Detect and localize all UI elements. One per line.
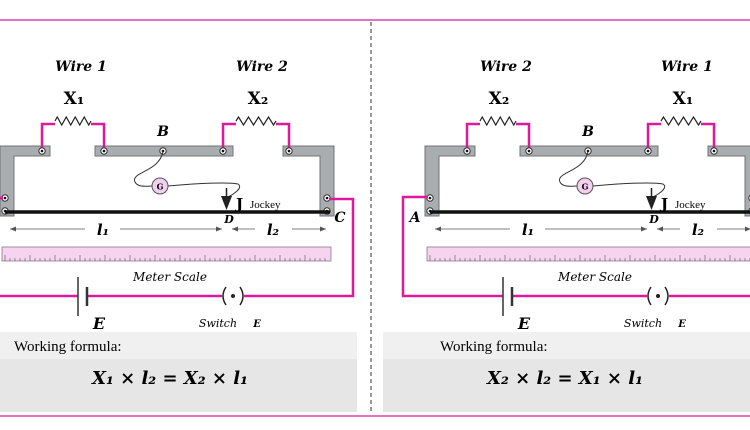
length-l2-label: l₂: [267, 221, 280, 239]
resistor-right: [235, 115, 277, 127]
galvanometer-icon: [151, 177, 169, 195]
wire-right-label: Wire 2: [236, 59, 288, 75]
working-formula: X₁ × l₂ = X₂ × l₁: [91, 368, 248, 389]
resistor-lead: [516, 122, 531, 151]
terminal-dot: [102, 149, 106, 153]
terminal-dot: [325, 196, 329, 200]
switch-icon: [231, 294, 235, 298]
formula-box: [383, 359, 750, 412]
arrowhead-icon: [232, 226, 238, 232]
resistor-lead: [91, 122, 106, 151]
galvanometer-lead: [134, 150, 164, 187]
jockey-lead: [167, 182, 241, 198]
resistor-lead: [40, 122, 55, 151]
resistance-right-label: X₂: [248, 89, 269, 109]
point-b-label: B: [581, 124, 594, 140]
length-l1-label: l₁: [97, 221, 109, 239]
resistor-left: [54, 115, 92, 127]
terminal-dot: [221, 149, 225, 153]
jockey-j-label: J: [234, 195, 243, 213]
terminal-dot: [465, 149, 469, 153]
point-d-label: D: [648, 213, 659, 226]
jockey-arrow-icon: [221, 196, 232, 210]
switch-e-label: E: [677, 319, 686, 330]
galvanometer-label: G: [582, 182, 589, 192]
length-l1-label: l₁: [522, 221, 534, 239]
point-a-label: A: [408, 210, 421, 226]
formula-heading: Working formula:: [440, 339, 548, 355]
jockey-j-label: J: [659, 195, 668, 213]
resistor-lead: [221, 122, 236, 151]
circuit-wire: [401, 195, 503, 298]
left-terminal-strip: [424, 145, 476, 217]
switch-bracket: [647, 286, 652, 306]
battery-label: E: [517, 314, 531, 333]
galvanometer-label: G: [157, 182, 164, 192]
point-d-label: D: [223, 213, 234, 226]
galvanometer-icon: [576, 177, 594, 195]
battery-label: E: [92, 314, 106, 333]
switch-label: Switch: [199, 317, 237, 330]
terminal-dot: [527, 149, 531, 153]
switch-icon: [656, 294, 660, 298]
resistance-left-label: X₁: [64, 89, 85, 109]
jockey-lead: [592, 182, 666, 198]
point-b-label: B: [156, 124, 169, 140]
meter-scale: [1, 246, 332, 262]
switch-bracket: [239, 286, 244, 306]
jockey-arrow-icon: [646, 196, 657, 210]
terminal-dot: [428, 196, 432, 200]
resistor-left: [479, 115, 517, 127]
resistor-lead: [276, 122, 291, 151]
working-formula: X₂ × l₂ = X₁ × l₁: [486, 368, 643, 389]
arrowhead-icon: [435, 226, 441, 232]
arrowhead-icon: [216, 226, 222, 232]
switch-e-label: E: [252, 319, 261, 330]
wire-right-label: Wire 1: [661, 59, 713, 75]
resistor-lead: [701, 122, 716, 151]
arrowhead-icon: [641, 226, 647, 232]
resistance-left-label: X₂: [489, 89, 510, 109]
arrowhead-icon: [657, 226, 663, 232]
terminal-dot: [40, 149, 44, 153]
left-terminal-strip: [0, 145, 51, 217]
terminal-dot: [287, 149, 291, 153]
arrowhead-icon: [745, 226, 750, 232]
formula-box: [0, 359, 357, 412]
arrowhead-icon: [320, 226, 326, 232]
jockey-label: Jockey: [250, 199, 281, 211]
arrowhead-icon: [10, 226, 16, 232]
wire-left-label: Wire 1: [55, 59, 107, 75]
jockey-label: Jockey: [675, 199, 706, 211]
meter-scale: [426, 246, 750, 262]
galvanometer-lead: [559, 150, 589, 187]
resistor-lead: [646, 122, 661, 151]
length-l2-label: l₂: [692, 221, 705, 239]
wire-left-label: Wire 2: [480, 59, 532, 75]
meter-scale-label: Meter Scale: [557, 270, 632, 284]
terminal-dot: [3, 196, 7, 200]
switch-label: Switch: [624, 317, 662, 330]
meter-scale-label: Meter Scale: [132, 270, 207, 284]
resistor-right: [660, 115, 702, 127]
point-c-label: C: [334, 210, 345, 226]
circuit-wire: [244, 197, 355, 298]
right-terminal-strip: [707, 145, 750, 217]
resistance-right-label: X₁: [673, 89, 694, 109]
switch-bracket: [222, 286, 227, 306]
right-terminal-strip: [282, 145, 335, 217]
switch-bracket: [664, 286, 669, 306]
terminal-dot: [646, 149, 650, 153]
formula-heading: Working formula:: [14, 339, 122, 355]
resistor-lead: [465, 122, 480, 151]
terminal-dot: [712, 149, 716, 153]
